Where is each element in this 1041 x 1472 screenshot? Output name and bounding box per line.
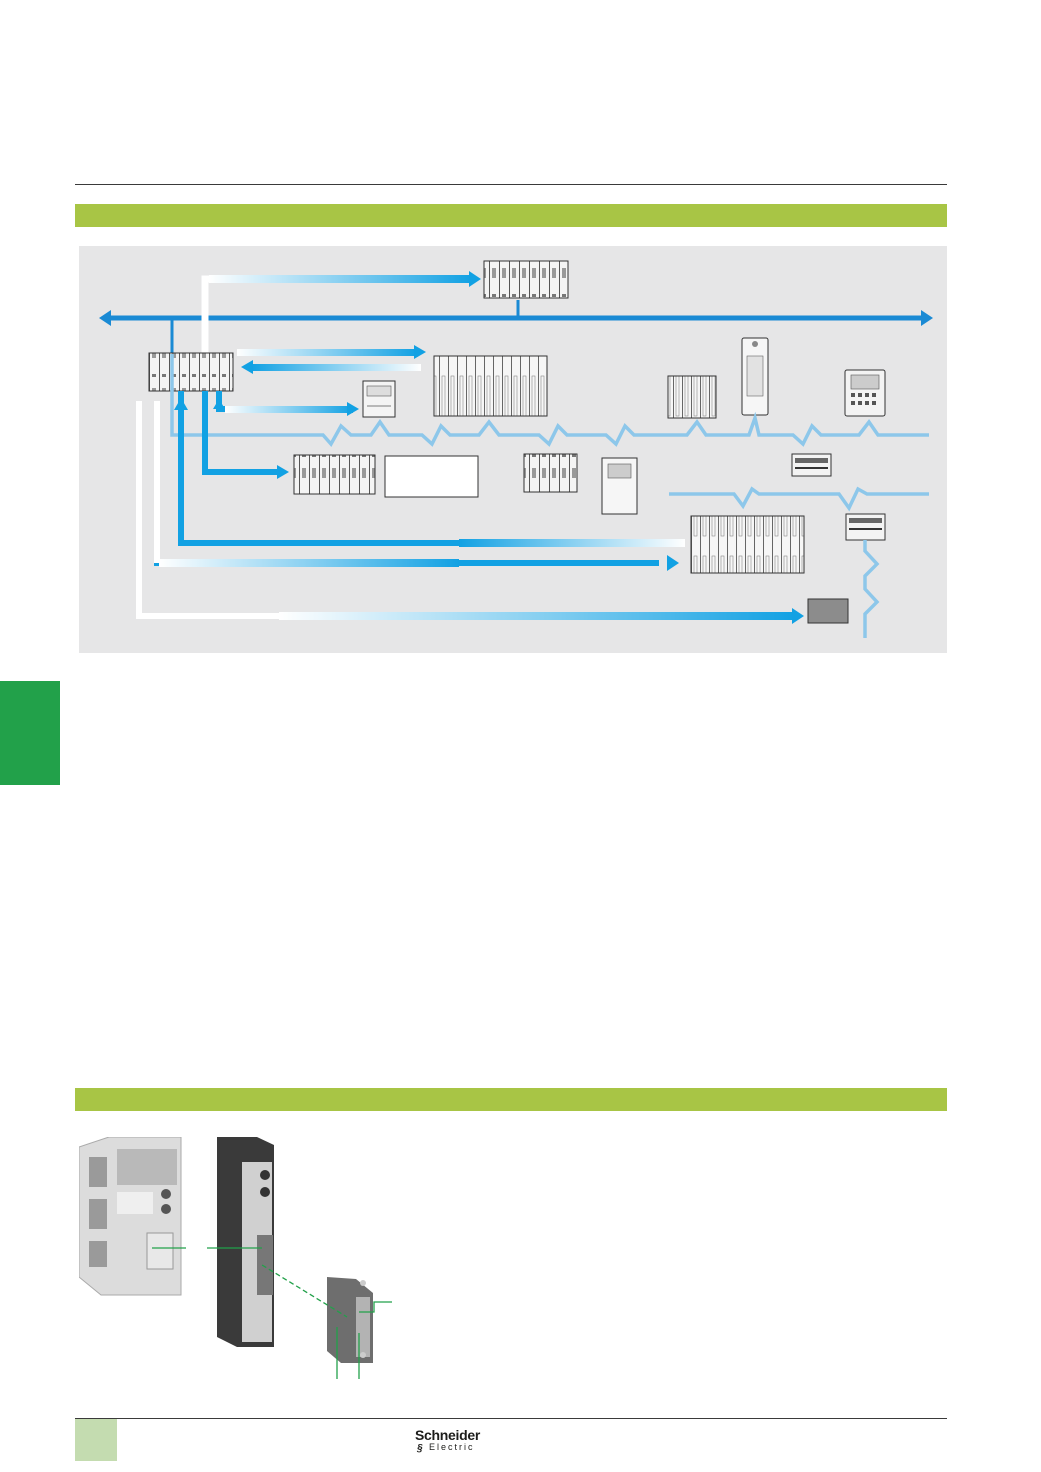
gray-device-box — [807, 598, 849, 624]
section-header-bar-2 — [75, 1088, 947, 1111]
io-module-icon — [362, 380, 396, 418]
fieldbus-line-1 — [170, 354, 929, 448]
flow-arrow-io-lower-2 — [154, 401, 679, 571]
serial-link-line — [863, 540, 880, 638]
product-illustration-svg — [78, 1136, 392, 1379]
diagram-svg — [99, 260, 933, 638]
schneider-electric-logo-icon: Schneider § Electric — [415, 1427, 495, 1454]
network-architecture-diagram — [79, 246, 947, 653]
fieldbus-line-2 — [669, 486, 929, 512]
footer-rule — [75, 1418, 947, 1419]
ethernet-backbone — [99, 300, 933, 354]
gateway-icon — [845, 513, 886, 541]
drive-icon — [601, 457, 638, 515]
flow-arrow-top — [201, 271, 481, 354]
io-module-icon — [433, 355, 548, 417]
logo-mark-icon: § — [417, 1443, 423, 1454]
flow-arrow-io-lower-1 — [174, 391, 685, 547]
pcmcia-card-photo — [327, 1277, 373, 1363]
flow-arrow-second-plc — [202, 391, 289, 479]
flow-arrow-small-io — [213, 391, 359, 416]
page-number-tab — [75, 1419, 117, 1461]
product-illustration — [78, 1136, 409, 1387]
plc-rack-icon — [483, 260, 569, 299]
drive-icon — [741, 337, 769, 416]
gateway-icon — [791, 453, 832, 477]
processor-module-photo — [78, 1136, 182, 1296]
hmi-terminal-icon — [844, 369, 886, 417]
plc-rack-icon — [148, 352, 234, 392]
flow-arrow-io — [237, 345, 426, 374]
chapter-side-tab — [0, 681, 60, 785]
processor-module-photo — [217, 1137, 274, 1347]
logo-name: Schneider — [415, 1427, 480, 1443]
io-module-icon — [667, 375, 717, 419]
section-header-bar-1 — [75, 204, 947, 227]
logo-sub: Electric — [429, 1442, 475, 1452]
plc-rack-icon — [523, 453, 578, 493]
plc-rack-icon — [293, 454, 376, 495]
header-rule — [75, 184, 947, 185]
network-placeholder-box — [384, 455, 479, 498]
io-module-icon — [690, 515, 805, 574]
flow-arrow-bottom — [136, 401, 804, 624]
callout-lines — [152, 1247, 392, 1379]
